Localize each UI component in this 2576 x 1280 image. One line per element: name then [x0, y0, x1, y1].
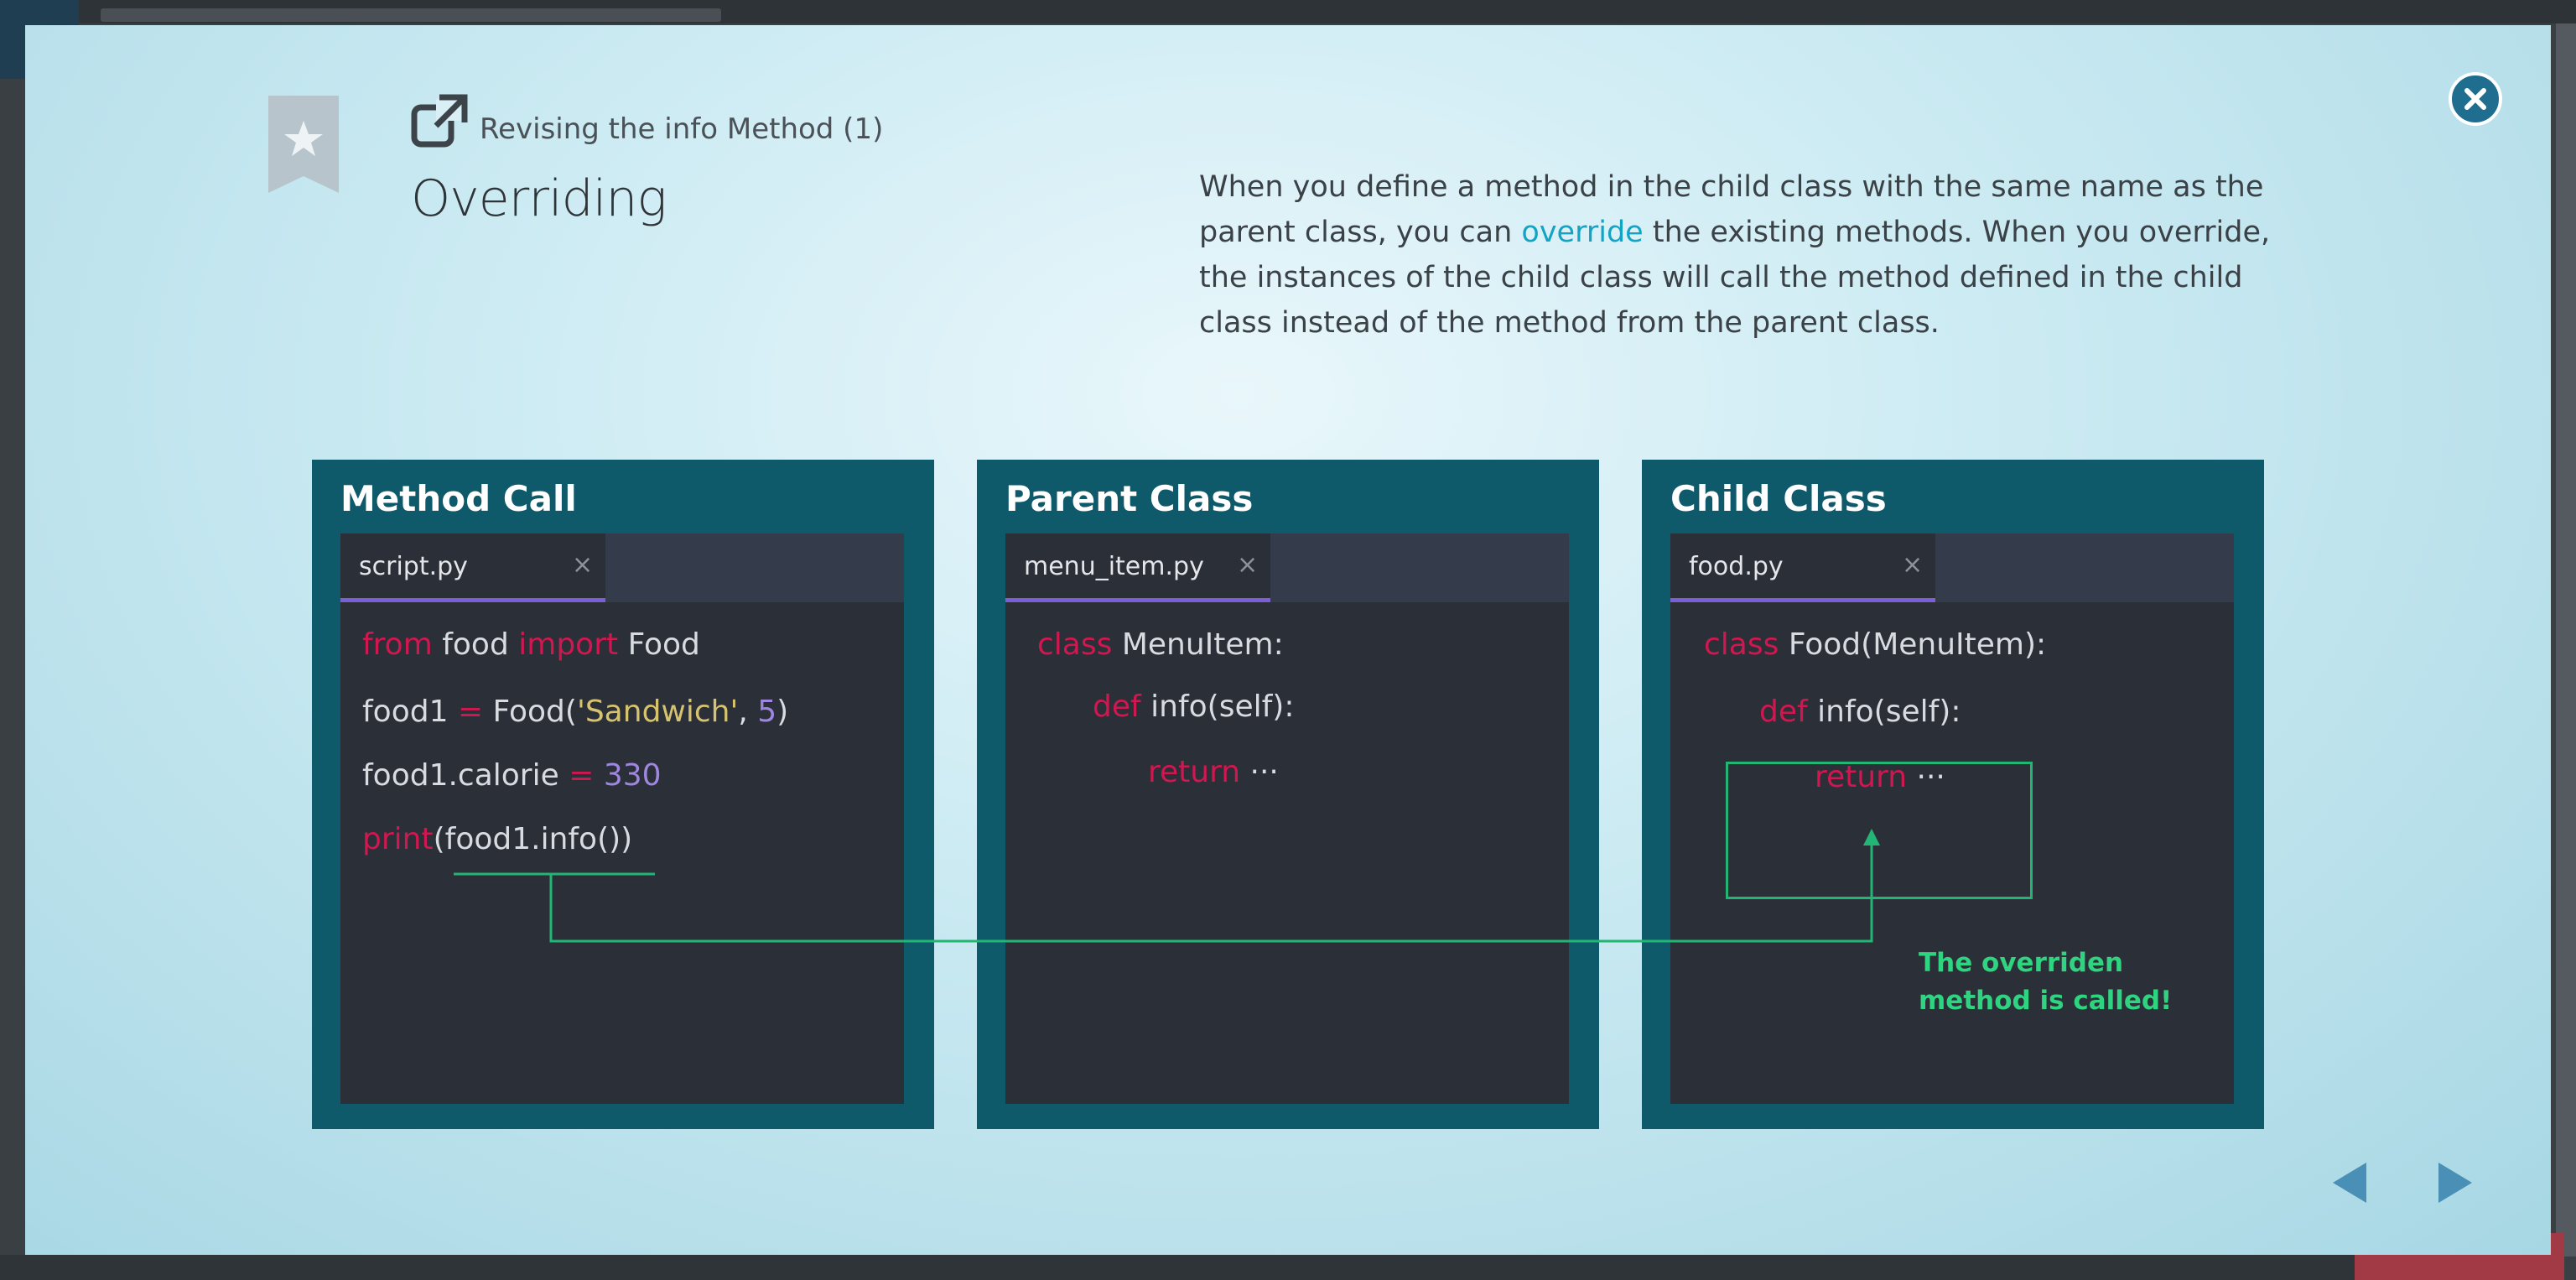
star-bookmark-icon[interactable] — [268, 96, 339, 193]
tab-label: food.py — [1689, 552, 1784, 581]
panel-parent-class: Parent Class menu_item.py × class MenuIt… — [977, 460, 1599, 1129]
page-title: Overriding — [411, 169, 667, 228]
code-line: return ··· — [1815, 760, 1945, 794]
close-icon — [2464, 88, 2486, 110]
tab-food-py[interactable]: food.py × — [1670, 533, 1935, 602]
tab-close-icon[interactable]: × — [572, 550, 594, 580]
panel-title: Method Call — [340, 478, 577, 519]
lesson-modal: Revising the info Method (1) Overriding … — [25, 25, 2551, 1255]
lesson-description: When you define a method in the child cl… — [1199, 164, 2306, 346]
arrow-left-icon[interactable] — [2326, 1158, 2376, 1208]
editor-tabbar: script.py × — [340, 533, 904, 602]
code-line: print(food1.info()) — [362, 822, 633, 856]
tab-menu-item-py[interactable]: menu_item.py × — [1005, 533, 1270, 602]
panel-title: Child Class — [1670, 478, 1887, 519]
background-scrollbar — [2556, 23, 2576, 1257]
tab-script-py[interactable]: script.py × — [340, 533, 605, 602]
code-line: def info(self): — [1093, 689, 1295, 724]
lesson-kicker: Revising the info Method (1) — [480, 112, 884, 146]
editor-tabbar: menu_item.py × — [1005, 533, 1569, 602]
external-link-icon[interactable] — [411, 92, 470, 151]
background-address-bar — [101, 8, 721, 22]
code-editor: script.py × from food import Food food1 … — [340, 533, 904, 1104]
background-bottom-bar — [0, 1255, 2355, 1280]
editor-tabbar: food.py × — [1670, 533, 2234, 602]
tab-close-icon[interactable]: × — [1902, 550, 1924, 580]
panel-child-class: Child Class food.py × class Food(MenuIte… — [1642, 460, 2264, 1129]
tab-label: menu_item.py — [1024, 552, 1204, 581]
code-line: return ··· — [1148, 755, 1279, 789]
panel-title: Parent Class — [1005, 478, 1254, 519]
panel-method-call: Method Call script.py × from food import… — [312, 460, 934, 1129]
code-line: food1 = Food('Sandwich', 5) — [362, 695, 789, 729]
close-button[interactable] — [2449, 72, 2502, 126]
tab-close-icon[interactable]: × — [1237, 550, 1259, 580]
description-highlight: override — [1521, 216, 1644, 249]
description-text-end: the existing methods. When you override,… — [1199, 216, 2271, 340]
code-line: def info(self): — [1759, 695, 1961, 729]
description-text: When you define a method in the child cl… — [1199, 170, 2264, 249]
code-editor: menu_item.py × class MenuItem: def info(… — [1005, 533, 1569, 1104]
code-line: class MenuItem: — [1037, 627, 1284, 662]
override-annotation: The overriden method is called! — [1919, 948, 2173, 1016]
code-line: food1.calorie = 330 — [362, 758, 662, 793]
tab-label: script.py — [359, 552, 468, 581]
code-line: from food import Food — [362, 627, 700, 662]
code-line: class Food(MenuItem): — [1704, 627, 2047, 662]
code-editor: food.py × class Food(MenuItem): def info… — [1670, 533, 2234, 1104]
arrow-right-icon[interactable] — [2428, 1158, 2479, 1208]
